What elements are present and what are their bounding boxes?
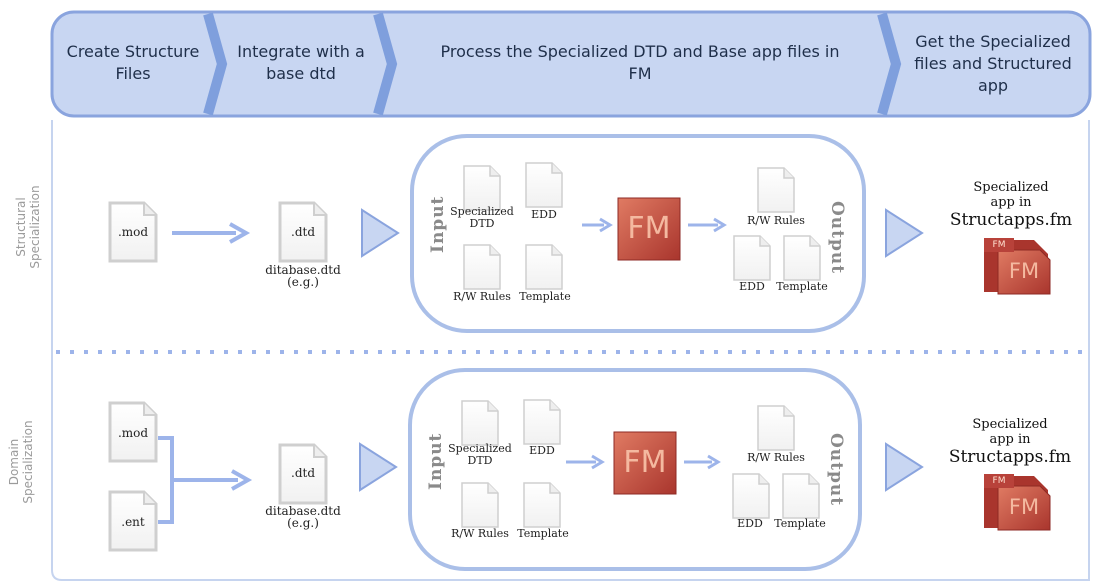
result-label: Specialized app in Structapps.fm bbox=[948, 417, 1072, 467]
result-label: Specialized app in Structapps.fm bbox=[949, 180, 1073, 230]
outer-frame bbox=[51, 120, 1090, 581]
input-rw-rules: R/W Rules bbox=[451, 527, 509, 540]
input-label: Input bbox=[428, 195, 448, 253]
arrow-icon bbox=[713, 217, 727, 233]
arrow-icon bbox=[591, 454, 605, 470]
dtd-note: (e.g.) bbox=[287, 516, 319, 530]
input-specialized-dtd: Specialized DTD bbox=[450, 205, 514, 230]
fm-app-label: FM bbox=[627, 211, 671, 246]
output-label: Output bbox=[827, 201, 847, 275]
input-edd: EDD bbox=[529, 444, 555, 457]
specialized-dtd-file-icon bbox=[463, 165, 501, 211]
out-template-file-icon bbox=[783, 235, 821, 281]
dtd-note: (e.g.) bbox=[287, 275, 319, 289]
template-file-icon bbox=[523, 482, 561, 528]
specialized-dtd-file-icon bbox=[461, 400, 499, 446]
dtd-file-label: .dtd bbox=[291, 466, 315, 480]
out-rw-rules-file-icon bbox=[757, 167, 795, 213]
play-triangle-icon bbox=[885, 208, 924, 258]
arrow-icon bbox=[231, 469, 253, 491]
input-template: Template bbox=[519, 290, 571, 303]
play-triangle-icon bbox=[885, 442, 924, 492]
step-3-label: Process the Specialized DTD and Base app… bbox=[440, 42, 840, 83]
result-icon-small-label: FM bbox=[992, 240, 1006, 250]
input-edd: EDD bbox=[531, 208, 557, 221]
input-label: Input bbox=[426, 432, 446, 490]
output-rw-rules: R/W Rules bbox=[747, 214, 805, 227]
input-template: Template bbox=[517, 527, 569, 540]
arrow-icon bbox=[599, 217, 613, 233]
structapps-file-icon bbox=[984, 238, 1051, 295]
result-icon-large-label: FM bbox=[1008, 259, 1040, 283]
arrow-icon bbox=[229, 222, 251, 244]
header-chevron-2 bbox=[373, 12, 398, 116]
step-1-label: Create Structure Files bbox=[66, 42, 200, 83]
result-icon-large-label: FM bbox=[1008, 495, 1040, 519]
header-chevron-3 bbox=[877, 12, 902, 116]
dtd-name: ditabase.dtd bbox=[265, 504, 341, 518]
output-rw-rules: R/W Rules bbox=[747, 451, 805, 464]
ent-file-label: .ent bbox=[121, 515, 145, 529]
out-edd-file-icon bbox=[733, 235, 771, 281]
play-triangle-icon bbox=[361, 208, 400, 258]
input-rw-rules: R/W Rules bbox=[453, 290, 511, 303]
edd-file-icon bbox=[523, 399, 561, 445]
domain-side-label: Domain Specialization bbox=[7, 420, 35, 504]
out-edd-file-icon bbox=[732, 473, 770, 519]
rw-rules-file-icon bbox=[461, 482, 499, 528]
dtd-file-label: .dtd bbox=[291, 225, 315, 239]
rw-rules-file-icon bbox=[463, 244, 501, 290]
structural-side-label: Structural Specialization bbox=[14, 185, 42, 269]
output-template: Template bbox=[776, 280, 828, 293]
header-band bbox=[50, 10, 1092, 118]
fm-app-label: FM bbox=[623, 445, 667, 480]
input-specialized-dtd: Specialized DTD bbox=[448, 442, 512, 467]
template-file-icon bbox=[525, 244, 563, 290]
result-icon-small-label: FM bbox=[992, 476, 1006, 486]
structapps-file-icon bbox=[984, 474, 1051, 531]
dtd-name: ditabase.dtd bbox=[265, 263, 341, 277]
arrow-icon bbox=[707, 454, 721, 470]
mod-file-label: .mod bbox=[117, 225, 149, 239]
fm-app-icon bbox=[617, 197, 681, 261]
out-rw-rules-file-icon bbox=[757, 405, 795, 451]
out-template-file-icon bbox=[782, 473, 820, 519]
play-triangle-icon bbox=[359, 442, 398, 492]
row-structural bbox=[108, 134, 1051, 333]
step-2-label: Integrate with a base dtd bbox=[237, 42, 365, 83]
step-4-label: Get the Specialized files and Structured… bbox=[914, 32, 1072, 95]
fm-app-icon bbox=[613, 431, 677, 495]
row-domain bbox=[108, 368, 1051, 571]
output-edd: EDD bbox=[739, 280, 765, 293]
header-chevron-1 bbox=[203, 12, 228, 116]
output-edd: EDD bbox=[737, 517, 763, 530]
edd-file-icon bbox=[525, 162, 563, 208]
output-template: Template bbox=[774, 517, 826, 530]
mod-file-label: .mod bbox=[117, 426, 149, 440]
output-label: Output bbox=[826, 433, 846, 507]
